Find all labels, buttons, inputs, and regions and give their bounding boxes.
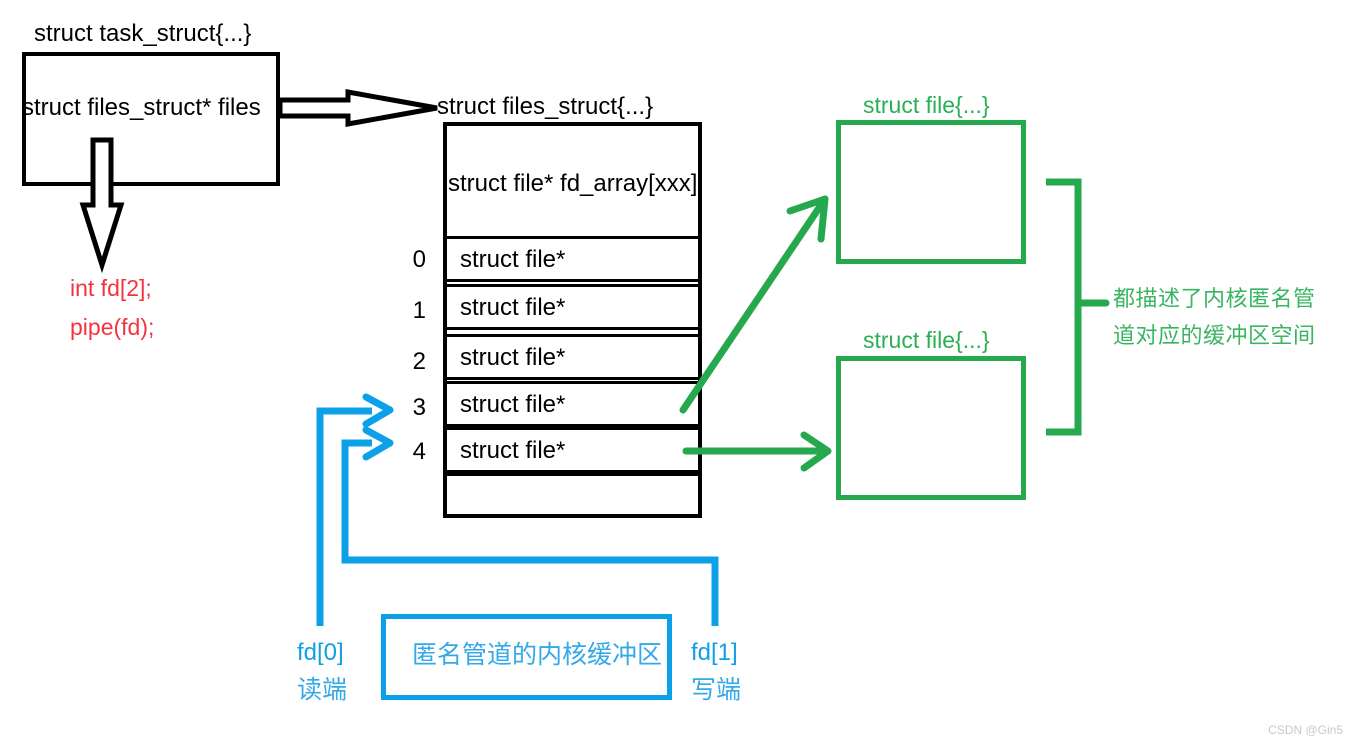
fd-array-field: struct file* fd_array[xxx] (448, 170, 698, 197)
read-end-fd-label: fd[0] (297, 639, 344, 666)
fd-index-2: 2 (412, 348, 426, 375)
write-end-fd-label: fd[1] (691, 639, 738, 666)
pipe-code-line-2: pipe(fd); (70, 314, 155, 340)
fd3-to-file-object-1-arrow (679, 195, 829, 414)
fd-index-1: 1 (412, 297, 426, 324)
fd4-to-file-object-2-arrow (682, 431, 832, 472)
file-object-1-box (836, 120, 1026, 264)
files-pointer-arrow (277, 89, 438, 127)
read-end-name-label: 读端 (297, 676, 348, 704)
green-note-line-2: 道对应的缓冲区空间 (1113, 323, 1316, 348)
fd-array-row-3-value: struct file* (460, 391, 566, 418)
fd-index-4: 4 (412, 438, 426, 465)
file-objects-bracket (1046, 178, 1110, 436)
green-note-line-1: 都描述了内核匿名管 (1113, 286, 1316, 311)
file-object-2-title: struct file{...} (863, 327, 990, 353)
fd-array-row-4-value: struct file* (460, 437, 566, 464)
fd-array-row-1-value: struct file* (460, 294, 566, 321)
write-end-name-label: 写端 (691, 676, 742, 704)
fd-array-row-5[interactable] (443, 473, 702, 518)
watermark: CSDN @Gin5 (1268, 723, 1343, 737)
fd0-read-end-connector (316, 393, 394, 626)
fd-array-row-0-value: struct file* (460, 246, 566, 273)
file-object-2-box (836, 356, 1026, 500)
task-struct-title: struct task_struct{...} (34, 20, 252, 47)
fd-index-3: 3 (412, 394, 426, 421)
pipe-code-line-1: int fd[2]; (70, 275, 152, 301)
pipe-buffer-label: 匿名管道的内核缓冲区 (412, 641, 663, 669)
fd-index-0: 0 (412, 246, 426, 273)
fd-array-row-2-value: struct file* (460, 344, 566, 371)
file-object-1-title: struct file{...} (863, 92, 990, 118)
files-struct-title: struct files_struct{...} (437, 93, 654, 120)
task-struct-files-member: struct files_struct* files (22, 94, 261, 121)
